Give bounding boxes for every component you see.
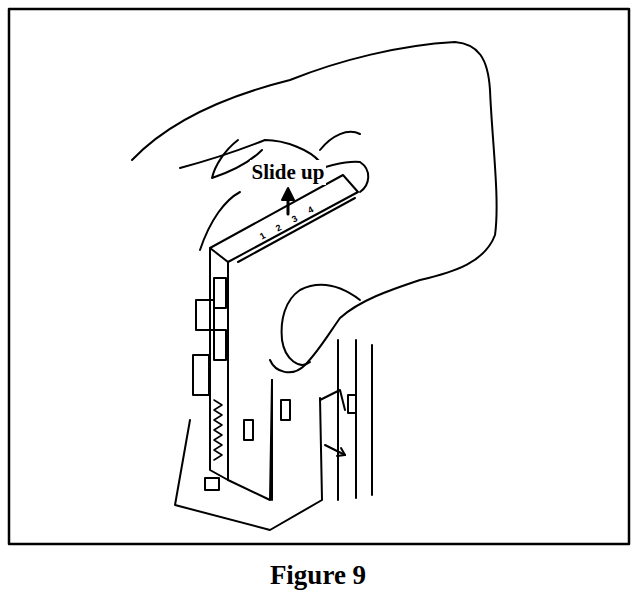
latch (214, 278, 226, 308)
spring (214, 400, 222, 460)
position-number: 3 (290, 213, 299, 224)
finger-line (200, 192, 240, 250)
rail (338, 340, 372, 500)
push-head (337, 448, 345, 456)
device-slot (281, 400, 290, 420)
clip (205, 478, 219, 490)
figure-caption: Figure 9 (270, 560, 366, 591)
position-number: 1 (258, 230, 267, 241)
push-line (325, 445, 345, 455)
latch (196, 300, 214, 330)
hand-outline (132, 42, 497, 372)
rail-slot (348, 395, 356, 413)
thumb (282, 285, 360, 365)
finger-line (320, 132, 360, 150)
slide-arrow-head (282, 188, 294, 200)
frame (9, 9, 629, 544)
device-top (210, 175, 358, 262)
base-edge (320, 390, 345, 410)
latch (193, 355, 209, 395)
action-label: Slide up (250, 160, 327, 185)
device-side (210, 248, 228, 480)
position-number: 4 (306, 204, 315, 215)
device-edge (238, 198, 355, 262)
device-slot (244, 420, 253, 440)
device-edge (271, 380, 273, 500)
base-plate (175, 398, 322, 530)
device-front (228, 262, 272, 500)
latch (214, 330, 226, 360)
